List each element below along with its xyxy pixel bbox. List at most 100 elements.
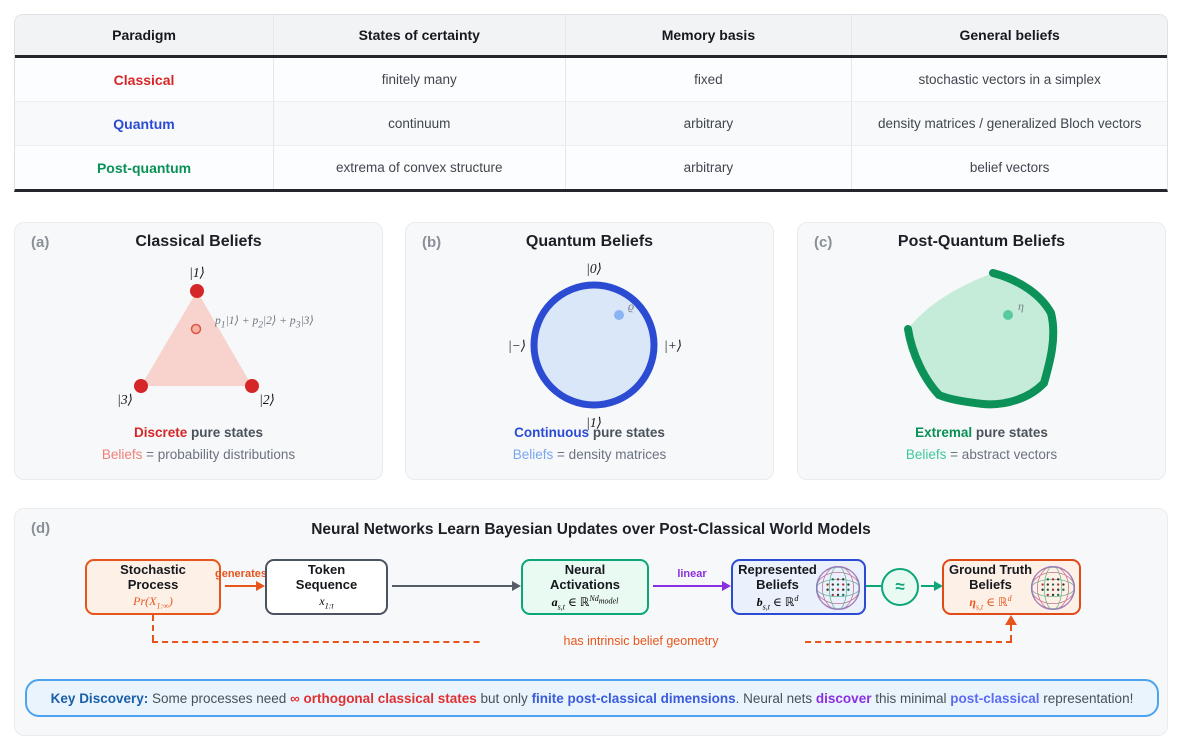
pure-state-dot-2: [245, 379, 259, 393]
table-cell: arbitrary: [564, 102, 852, 145]
ket-label-0: |0⟩: [586, 261, 602, 276]
probability-simplex-triangle: [141, 291, 252, 386]
bloch-disk-graphic: |0⟩ |1⟩ |−⟩ |+⟩: [508, 261, 682, 430]
table-row-classical: Classical finitely many fixed stochastic…: [15, 58, 1167, 101]
ket-label-1b: |1⟩: [586, 415, 602, 430]
mixture-formula: p1|1⟩ + p2|2⟩ + p3|3⟩: [215, 315, 314, 331]
box-title-line: Beliefs: [969, 576, 1012, 592]
caption-highlight: Beliefs: [905, 447, 947, 462]
caption-highlight: Extremal: [915, 425, 973, 440]
table-cell: belief vectors: [851, 146, 1167, 189]
belief-vector-point: [1003, 310, 1013, 320]
key-discovery-highlight-dimensions: finite post-classical dimensions: [531, 690, 736, 706]
linear-arrow-label: linear: [677, 568, 707, 580]
table-header-paradigm: Paradigm: [112, 27, 176, 43]
panel-b-caption: Continuous pure states: [406, 425, 773, 440]
convex-set-graphic: [904, 269, 1058, 409]
box-title-line: Neural: [564, 561, 606, 577]
box-title-line: Process: [127, 577, 179, 593]
cell-classical-paradigm: Classical: [113, 71, 175, 88]
panel-b-title: Quantum Beliefs: [525, 233, 654, 250]
table-header-states: States of certainty: [273, 15, 564, 55]
key-discovery-text: Some processes need: [148, 690, 291, 706]
eta-label: η: [1018, 299, 1024, 313]
token-sequence-formula: x1:t: [319, 594, 334, 611]
bloch-disk: [530, 281, 658, 409]
panel-a-caption: Discrete pure states: [15, 425, 382, 440]
key-discovery-text: this minimal: [871, 690, 951, 706]
table-cell: fixed: [564, 58, 852, 101]
panel-d-label: (d): [31, 520, 51, 537]
box-title-line: Stochastic: [120, 562, 186, 578]
table-header-row: Paradigm States of certainty Memory basi…: [15, 15, 1167, 58]
panel-c-label: (c): [814, 234, 833, 251]
key-discovery-title: Key Discovery:: [50, 690, 149, 706]
pure-state-dot-1: [190, 284, 204, 298]
belief-geometry-globe-icon: [812, 562, 864, 614]
caption-text: pure states: [187, 425, 264, 440]
panel-c-subcaption: Beliefs = abstract vectors: [798, 447, 1165, 462]
panel-c-caption: Extremal pure states: [798, 425, 1165, 440]
box-title-line: Sequence: [295, 577, 358, 593]
table-header-beliefs: General beliefs: [851, 15, 1167, 55]
convex-state-space: [908, 273, 1054, 405]
caption-text: = density matrices: [553, 447, 667, 462]
panel-classical-beliefs: (a) Classical Beliefs |1⟩ |2⟩ |3⟩ p1|1⟩ …: [14, 222, 383, 480]
caption-highlight: Beliefs: [512, 447, 554, 462]
panel-b-subcaption: Beliefs = density matrices: [406, 447, 773, 462]
panel-a-subcaption: Beliefs = probability distributions: [15, 447, 382, 462]
token-to-activations-arrow: [392, 580, 521, 591]
ket-label-plus: |+⟩: [664, 338, 682, 353]
panel-neural-network-flow: (d) Neural Networks Learn Bayesian Updat…: [14, 508, 1168, 736]
panel-c-title: Post-Quantum Beliefs: [897, 233, 1066, 250]
box-title-line: Represented: [738, 561, 817, 577]
caption-text: pure states: [972, 425, 1048, 440]
key-discovery-highlight-discover: discover: [815, 690, 872, 706]
caption-text: = abstract vectors: [946, 447, 1058, 462]
caption-text: pure states: [589, 425, 665, 440]
table-cell: stochastic vectors in a simplex: [851, 58, 1167, 101]
panel-a-title: Classical Beliefs: [135, 233, 262, 250]
panel-quantum-beliefs: (b) Quantum Beliefs |0⟩ |1⟩ |−⟩ |+⟩ ϱ Co…: [405, 222, 774, 480]
table-row-quantum: Quantum continuum arbitrary density matr…: [15, 101, 1167, 145]
neural-activations-formula: as,t ∈ ℝNdmodel: [551, 593, 619, 612]
panel-d-title: Neural Networks Learn Bayesian Updates o…: [311, 521, 871, 538]
table-cell: density matrices / generalized Bloch vec…: [851, 102, 1167, 145]
approx-equals-badge: ≈: [881, 568, 919, 606]
simplex-graphic: |1⟩ |2⟩ |3⟩: [117, 265, 275, 407]
key-discovery-text: but only: [476, 690, 532, 706]
table-cell: arbitrary: [564, 146, 852, 189]
table-cell: extrema of convex structure: [273, 146, 564, 189]
box-title-line: Beliefs: [756, 576, 799, 592]
panel-a-label: (a): [31, 234, 50, 251]
caption-highlight: Beliefs: [101, 447, 143, 462]
represented-beliefs-formula: bs,t ∈ ℝd: [756, 593, 799, 612]
generates-arrow-label: generates: [215, 568, 267, 580]
ground-truth-beliefs-formula: ηs,t ∈ ℝd: [969, 593, 1012, 612]
intrinsic-geometry-label: has intrinsic belief geometry: [481, 634, 801, 649]
mixture-point: [190, 323, 202, 335]
table-row-post-quantum: Post-quantum extrema of convex structure…: [15, 145, 1167, 189]
cell-post-quantum-paradigm: Post-quantum: [96, 159, 192, 176]
belief-geometry-globe-icon: [1027, 562, 1079, 614]
stochastic-process-formula: Pr(X1:∞): [133, 594, 173, 611]
table-cell: finitely many: [273, 58, 564, 101]
ket-label-2: |2⟩: [259, 392, 275, 407]
beliefs-to-approx-line: [866, 585, 881, 587]
intrinsic-geometry-connector-down: [152, 615, 154, 641]
key-discovery-box: Key Discovery: Some processes need ∞ ort…: [25, 679, 1159, 717]
box-title-line: Token: [307, 562, 346, 578]
caption-highlight: Continuous: [514, 425, 590, 440]
generates-arrow: [225, 580, 265, 591]
key-discovery-highlight-classical: ∞ orthogonal classical states: [290, 690, 477, 706]
